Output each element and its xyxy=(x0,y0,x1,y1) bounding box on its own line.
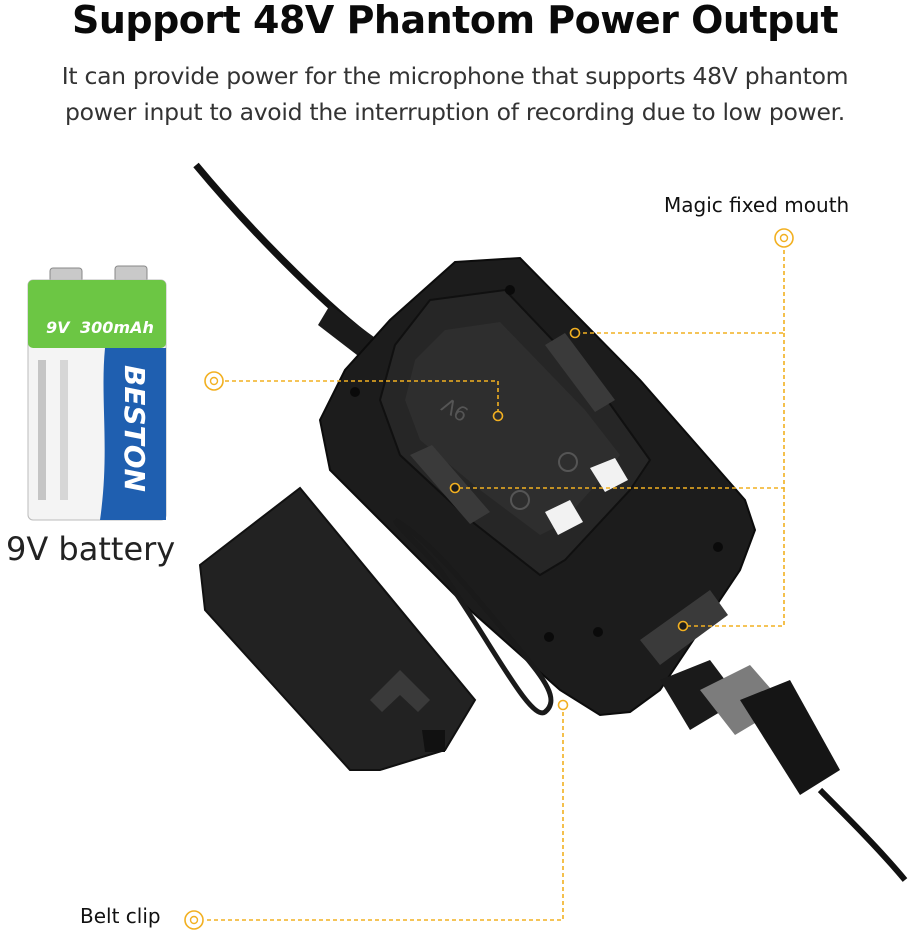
callout-belt-clip: Belt clip xyxy=(80,904,161,928)
nine-volt-battery: 9V 300mAh BESTON xyxy=(27,265,167,521)
bottom-cable xyxy=(817,787,908,882)
battery-label-capacity: 300mAh xyxy=(80,318,154,337)
belt-clip-wire xyxy=(392,517,554,716)
battery-box-device: 9V xyxy=(318,256,757,717)
battery-caption: 9V battery xyxy=(6,530,176,568)
description-line-1: It can provide power for the microphone … xyxy=(61,62,849,90)
xlr-connector xyxy=(660,660,840,795)
description: It can provide power for the microphone … xyxy=(0,58,910,130)
description-line-2: power input to avoid the interruption of… xyxy=(65,98,845,126)
page-title: Support 48V Phantom Power Output xyxy=(71,0,839,42)
battery-door xyxy=(198,486,477,771)
marker-icon xyxy=(204,371,224,391)
battery-label-voltage: 9V xyxy=(46,318,71,337)
callout-magic-fixed-mouth: Magic fixed mouth xyxy=(664,193,850,217)
battery-label-brand: BESTON xyxy=(118,365,151,492)
callout-markers xyxy=(184,228,794,930)
top-cable xyxy=(193,162,368,338)
marker-icon xyxy=(184,910,204,930)
marker-icon xyxy=(774,228,794,248)
callout-lines xyxy=(205,250,785,921)
